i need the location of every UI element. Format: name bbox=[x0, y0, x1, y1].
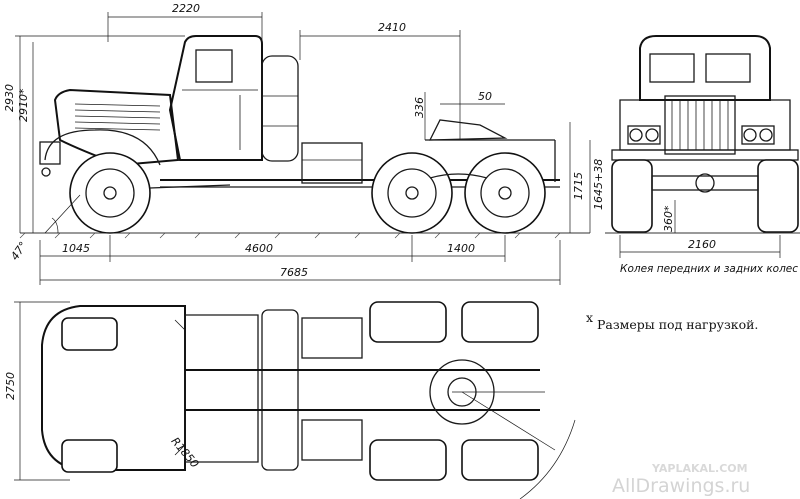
dim-front-overhang: 1045 bbox=[62, 242, 90, 255]
dim-fifth-wheel-height: 336 bbox=[413, 97, 426, 118]
dim-frame-height: 1645+38 bbox=[592, 159, 605, 210]
dim-overall-width: 2750 bbox=[4, 372, 17, 400]
side-hood bbox=[53, 88, 180, 167]
dim-coupling-height: 1715 bbox=[572, 172, 585, 200]
side-cab bbox=[168, 35, 263, 161]
dim-tow-length: 2410 bbox=[378, 21, 406, 34]
dim-height-marked: 2910* bbox=[17, 88, 30, 122]
side-view bbox=[19, 35, 590, 239]
dim-approach-angle: 47° bbox=[8, 239, 30, 262]
dim-wheelbase: 4600 bbox=[245, 242, 273, 255]
dim-overall-length: 7685 bbox=[280, 266, 308, 279]
side-rear-wheel-2 bbox=[464, 152, 546, 234]
top-view bbox=[41, 301, 576, 499]
track-caption: Колея передних и задних колес bbox=[620, 263, 798, 275]
dim-cab-length: 2220 bbox=[172, 2, 200, 15]
watermark-source: YAPLAKAL.COM bbox=[651, 462, 748, 475]
dim-height-total: 2930 bbox=[3, 84, 16, 112]
loaded-note-mark: x bbox=[586, 310, 593, 325]
dim-ground-clearance: 360* bbox=[662, 205, 675, 232]
side-cab-window bbox=[195, 49, 233, 83]
loaded-note: Размеры под нагрузкой. bbox=[597, 317, 758, 332]
front-view bbox=[605, 35, 800, 234]
side-dimensions: 2220 2410 2930 2910* 336 50 1715 1645+38… bbox=[3, 2, 605, 285]
dim-bogie-base: 1400 bbox=[447, 242, 475, 255]
front-dimensions: 2160 360* Колея передних и задних колес bbox=[619, 200, 798, 275]
side-rear-wheel-1 bbox=[371, 152, 453, 234]
side-front-wheel bbox=[69, 152, 151, 234]
dim-fifth-wheel-offset: 50 bbox=[478, 90, 492, 103]
dim-track-width: 2160 bbox=[688, 238, 716, 251]
watermark-site: AllDrawings.ru bbox=[612, 475, 750, 497]
